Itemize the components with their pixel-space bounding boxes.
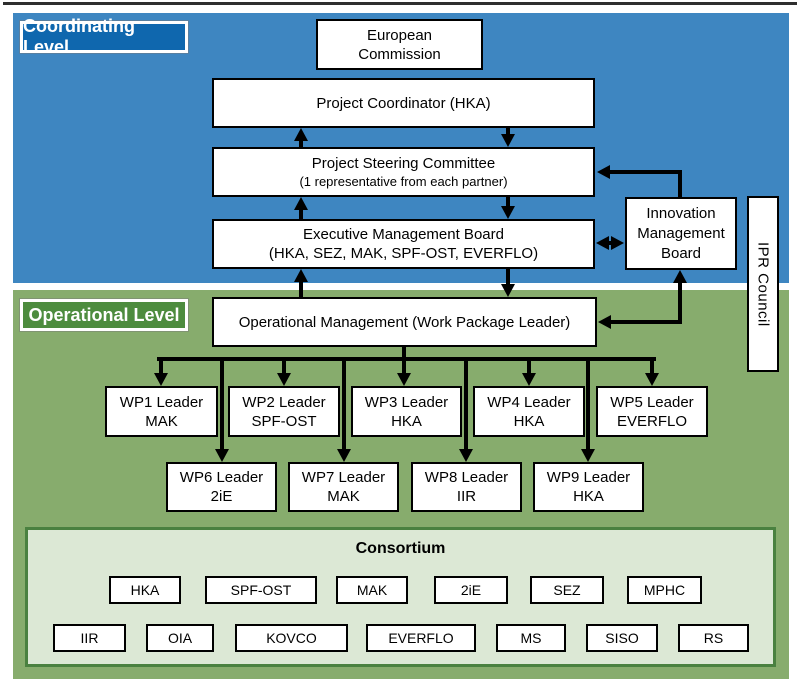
partner-kovco-label: KOVCO: [266, 629, 317, 646]
partner-rs-label: RS: [703, 629, 724, 646]
wp4-leader-box: WP4 Leader HKA: [473, 386, 585, 437]
wp5-org: EVERFLO: [616, 412, 688, 430]
wp9-org: HKA: [573, 488, 604, 505]
steering-committee-box: Project Steering Committee (1 representa…: [212, 147, 595, 197]
project-coordinator-box: Project Coordinator (HKA): [212, 78, 595, 128]
wp5-leader-box: WP5 Leader EVERFLO: [596, 386, 708, 437]
european-commission-box: European Commission: [316, 19, 483, 70]
wp8-title: WP8 Leader: [424, 469, 509, 486]
partner-spf-ost: SPF-OST: [205, 576, 317, 604]
executive-board-subtitle: (HKA, SEZ, MAK, SPF-OST, EVERFLO): [268, 245, 539, 262]
partner-rs: RS: [678, 624, 749, 652]
steering-committee-title: Project Steering Committee: [311, 155, 496, 172]
wp8-org: IIR: [456, 488, 477, 505]
partner-mak: MAK: [336, 576, 408, 604]
partner-ms: MS: [496, 624, 566, 652]
partner-siso-label: SISO: [605, 629, 639, 646]
wp6-leader-box: WP6 Leader 2iE: [166, 462, 277, 512]
wp6-org: 2iE: [210, 488, 233, 505]
partner-ms-label: MS: [520, 629, 542, 646]
wp6-title: WP6 Leader: [179, 469, 264, 486]
wp2-title: WP2 Leader: [242, 393, 326, 411]
innovation-board-line2: Management: [637, 224, 725, 242]
wp9-title: WP9 Leader: [546, 469, 631, 486]
partner-mphc-label: MPHC: [643, 581, 686, 598]
wp2-leader-box: WP2 Leader SPF-OST: [228, 386, 340, 437]
ipr-council-box: IPR Council: [747, 196, 779, 372]
innovation-board-line1: Innovation: [646, 204, 716, 222]
operational-management-box: Operational Management (Work Package Lea…: [212, 297, 597, 347]
ipr-council-title: IPR Council: [754, 241, 772, 327]
wp4-org: HKA: [513, 412, 545, 430]
operational-level-label: Operational Level: [20, 299, 188, 331]
partner-everflo: EVERFLO: [366, 624, 476, 652]
wp1-leader-box: WP1 Leader MAK: [105, 386, 218, 437]
partner-mphc: MPHC: [627, 576, 702, 604]
european-commission-line1: European: [366, 26, 433, 44]
partner-iir-label: IIR: [80, 629, 99, 646]
wp2-org: SPF-OST: [251, 412, 317, 430]
wp7-leader-box: WP7 Leader MAK: [288, 462, 399, 512]
executive-board-box: Executive Management Board (HKA, SEZ, MA…: [212, 219, 595, 269]
wp7-org: MAK: [327, 488, 360, 505]
partner-2ie-label: 2iE: [460, 581, 482, 598]
executive-board-title: Executive Management Board: [303, 226, 504, 243]
partner-sez-label: SEZ: [553, 581, 581, 598]
partner-everflo-label: EVERFLO: [388, 629, 454, 646]
wp4-title: WP4 Leader: [487, 393, 571, 411]
consortium-title: Consortium: [355, 540, 446, 557]
partner-2ie: 2iE: [434, 576, 508, 604]
wp3-leader-box: WP3 Leader HKA: [351, 386, 462, 437]
wp3-title: WP3 Leader: [364, 393, 449, 411]
wp8-leader-box: WP8 Leader IIR: [411, 462, 522, 512]
innovation-board-line3: Board: [660, 244, 702, 262]
wp5-title: WP5 Leader: [610, 393, 694, 411]
wp7-title: WP7 Leader: [301, 469, 386, 486]
operational-level-label-text: Operational Level: [28, 304, 180, 325]
partner-iir: IIR: [53, 624, 126, 652]
coordinating-level-label-text: Coordinating Level: [23, 16, 135, 57]
project-coordinator-title: Project Coordinator (HKA): [316, 94, 491, 112]
wp9-leader-box: WP9 Leader HKA: [533, 462, 644, 512]
partner-oia-label: OIA: [167, 629, 193, 646]
partner-siso: SISO: [586, 624, 658, 652]
operational-management-title: Operational Management (Work Package Lea…: [238, 313, 571, 331]
coordinating-level-label: Coordinating Level: [20, 16, 188, 57]
wp1-org: MAK: [145, 412, 178, 430]
partner-sez: SEZ: [530, 576, 604, 604]
steering-committee-subtitle: (1 representative from each partner): [299, 174, 508, 189]
top-divider-rule: [3, 2, 797, 5]
innovation-board-box: Innovation Management Board: [625, 197, 737, 270]
partner-kovco: KOVCO: [235, 624, 348, 652]
european-commission-line2: Commission: [358, 45, 441, 63]
partner-spf-ost-label: SPF-OST: [230, 581, 292, 598]
wp1-title: WP1 Leader: [119, 393, 204, 411]
wp3-org: HKA: [391, 412, 422, 430]
partner-mak-label: MAK: [356, 581, 388, 598]
partner-oia: OIA: [146, 624, 214, 652]
partner-hka: HKA: [109, 576, 181, 604]
partner-hka-label: HKA: [130, 581, 160, 598]
